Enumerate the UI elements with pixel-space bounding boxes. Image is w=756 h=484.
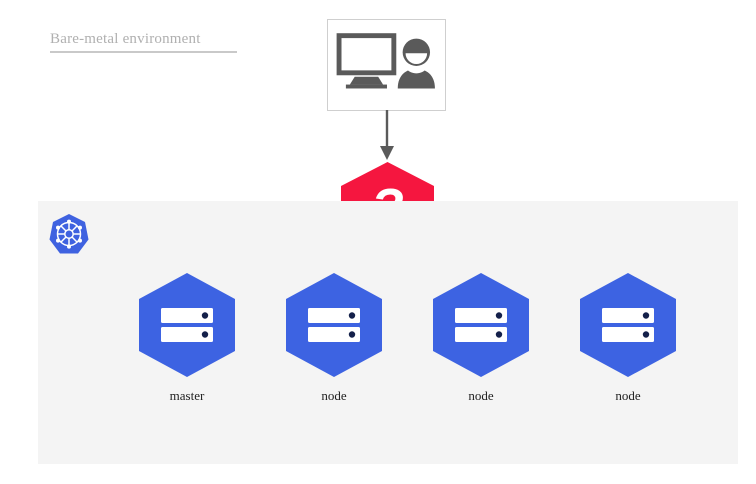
hexagon-shape xyxy=(286,273,382,377)
cluster-node[interactable]: node xyxy=(580,273,676,404)
server-icon xyxy=(308,308,360,342)
cluster-node[interactable]: master xyxy=(139,273,235,404)
hexagon-shape xyxy=(139,273,235,377)
hexagon-shape xyxy=(580,273,676,377)
person-icon xyxy=(397,38,435,89)
node-hexagon xyxy=(286,273,382,377)
server-icon xyxy=(161,308,213,342)
arrow-down-icon xyxy=(380,110,394,160)
node-label: node xyxy=(468,388,494,403)
cluster-node[interactable]: node xyxy=(286,273,382,404)
node-hexagon xyxy=(433,273,529,377)
server-icon xyxy=(455,308,507,342)
page-title-text: Bare-metal environment xyxy=(50,31,201,47)
user-workstation-box xyxy=(327,19,446,111)
page-title: Bare-metal environment xyxy=(50,30,237,53)
monitor-icon xyxy=(336,33,397,89)
node-label: master xyxy=(169,388,205,403)
server-icon xyxy=(602,308,654,342)
node-hexagon xyxy=(139,273,235,377)
title-underline xyxy=(50,51,237,53)
hexagon-shape xyxy=(433,273,529,377)
node-label: node xyxy=(615,388,641,403)
cluster-node[interactable]: node xyxy=(433,273,529,404)
kubernetes-logo-icon xyxy=(49,214,89,254)
user-workstation-icons xyxy=(336,33,435,89)
node-hexagon xyxy=(580,273,676,377)
node-label: node xyxy=(321,388,347,403)
